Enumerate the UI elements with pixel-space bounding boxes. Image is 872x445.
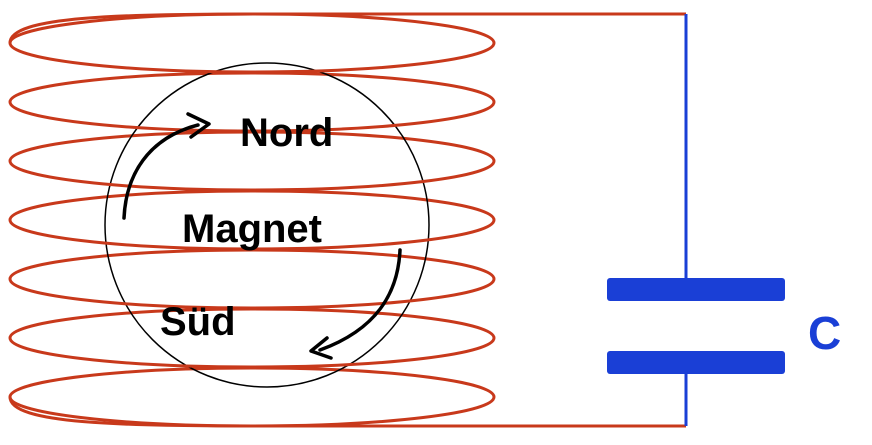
- rotation-arrow-left-curve: [122, 123, 200, 220]
- capacitor: [607, 278, 785, 374]
- rotation-arrows: [122, 112, 402, 360]
- coil-loop-front: [8, 278, 496, 310]
- coil-entry-curve: [8, 12, 271, 44]
- label-south: Süd: [160, 300, 236, 344]
- coil-loop-back: [8, 366, 496, 398]
- coil-exit-curve: [8, 396, 271, 428]
- coil-front-strokes: [8, 12, 496, 428]
- coil-loop-front: [8, 337, 496, 369]
- label-north: Nord: [240, 111, 333, 155]
- capacitor-plate-bottom: [607, 351, 785, 374]
- coil-loop-front: [8, 42, 496, 74]
- capacitor-plate-top: [607, 278, 785, 301]
- magnet-circle: [104, 62, 430, 388]
- rotation-arrow-left-head-icon: [186, 112, 211, 139]
- coil-loop-back: [8, 71, 496, 103]
- label-capacitor: C: [808, 307, 841, 359]
- label-magnet: Magnet: [182, 207, 322, 251]
- coil-loop-front: [8, 219, 496, 251]
- rotation-arrow-right-head-icon: [309, 336, 333, 360]
- rotation-arrow-right-curve: [318, 248, 402, 352]
- coil-loop-front: [8, 101, 496, 133]
- coil-loop-front: [8, 160, 496, 192]
- circuit-wires: [270, 12, 688, 428]
- coil-loop-back: [8, 307, 496, 339]
